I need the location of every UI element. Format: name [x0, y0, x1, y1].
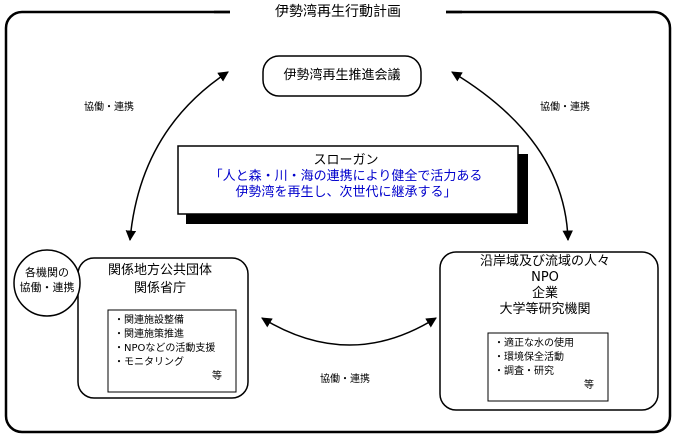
arrow-council-government: [125, 71, 229, 242]
government-line-1: 関係地方公共団体: [107, 263, 212, 278]
slogan: スローガン 「人と森・川・海の連携により健全で活力ある 伊勢湾を再生し、次世代に…: [178, 146, 514, 212]
coastal-line-3: 企業: [531, 286, 558, 301]
circle-line-2: 協働・連携: [19, 281, 75, 294]
list-etc: 等: [584, 380, 594, 391]
council-label: 伊勢湾再生推進会議: [283, 68, 401, 83]
list-etc: 等: [212, 371, 222, 382]
list-item: ・関連施策推進: [114, 329, 184, 340]
arrow-government-coastal: [261, 317, 437, 346]
collaboration-label-left: 協働・連携: [84, 102, 134, 113]
list-item: ・調査・研究: [494, 366, 554, 377]
list-item: ・適正な水の使用: [494, 338, 574, 349]
list-item: ・NPOなどの活動支援: [114, 343, 216, 354]
circle-line-1: 各機関の: [25, 266, 69, 279]
arrow-council-coastal: [451, 71, 573, 242]
government-list: ・関連施設整備 ・関連施策推進 ・NPOなどの活動支援 ・モニタリング 等: [108, 310, 236, 392]
coastal-line-2: NPO: [531, 270, 559, 285]
slogan-line-2: 伊勢湾を再生し、次世代に継承する」: [235, 185, 457, 200]
coastal-heading: 沿岸域及び流域の人々 NPO 企業 大学等研究機関: [440, 254, 650, 318]
circle-label: 各機関の 協働・連携: [14, 265, 80, 295]
collaboration-label-bottom: 協働・連携: [320, 374, 370, 385]
list-item: ・モニタリング: [114, 357, 184, 368]
coastal-line-1: 沿岸域及び流域の人々: [479, 254, 610, 269]
slogan-line-1: 「人と森・川・海の連携により健全で活力ある: [209, 169, 483, 184]
list-item: ・環境保全活動: [494, 352, 564, 363]
coastal-list: ・適正な水の使用 ・環境保全活動 ・調査・研究 等: [488, 333, 608, 401]
coastal-line-4: 大学等研究機関: [499, 302, 591, 317]
collaboration-circle: [13, 249, 81, 317]
diagram-title: 伊勢湾再生行動計画: [230, 2, 446, 22]
slogan-heading: スローガン: [313, 153, 379, 168]
collaboration-label-right: 協働・連携: [540, 102, 590, 113]
council-box: [262, 55, 422, 97]
government-line-2: 関係省庁: [133, 281, 186, 296]
list-item: ・関連施設整備: [114, 315, 184, 326]
government-list-box: [107, 309, 237, 393]
government-heading: 関係地方公共団体 関係省庁: [90, 262, 230, 298]
coastal-list-box: [487, 332, 609, 402]
